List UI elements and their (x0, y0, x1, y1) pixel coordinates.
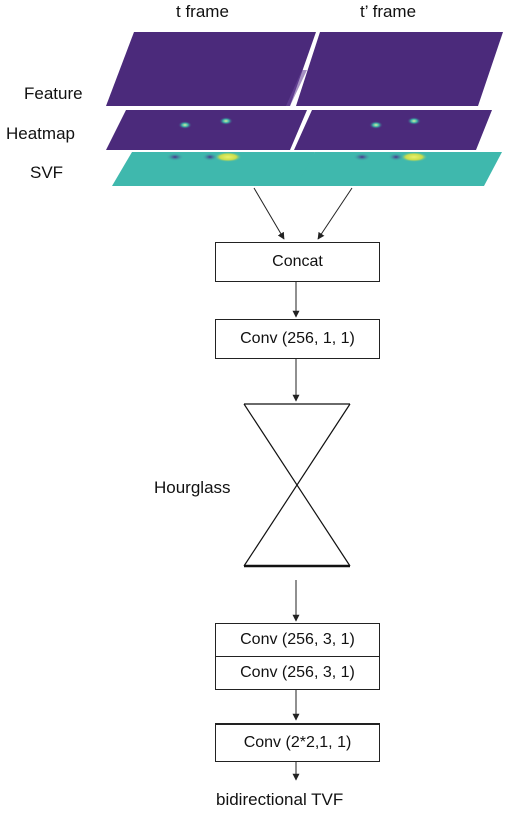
concat-block: Concat (215, 242, 380, 282)
t-svf-blob-dark (166, 153, 184, 161)
t-svf-blob-dark (202, 153, 218, 161)
t-prime-svf-blob-dark (353, 153, 371, 161)
svf-layer-label: SVF (30, 163, 64, 182)
conv-256-3-1-block-b: Conv (256, 3, 1) (215, 656, 380, 690)
t-prime-svf-layer (296, 152, 502, 186)
t-prime-frame-label: t’ frame (360, 2, 417, 21)
t-prime-svf-blob (400, 152, 428, 162)
t-frame-label: t frame (176, 2, 229, 21)
t-svf-layer (112, 152, 315, 186)
t-prime-feature-layer (296, 32, 503, 106)
t-prime-svf-blob-dark (388, 153, 404, 161)
conv-256-3-1-block-a: Conv (256, 3, 1) (215, 623, 380, 657)
t-feature-layer (106, 32, 316, 106)
t-prime-heatmap-blob (369, 121, 383, 129)
t-prime-heatmap-blob (407, 117, 421, 125)
t-heatmap-blob (219, 117, 233, 125)
arrow-t-prime-to-concat (317, 187, 353, 240)
conv-256-1-1-block: Conv (256, 1, 1) (215, 319, 380, 359)
heatmap-layer-label: Heatmap (6, 124, 75, 143)
hourglass-shape (243, 403, 351, 568)
t-frame-stack (106, 32, 316, 186)
t-prime-frame-stack (294, 32, 503, 186)
hourglass-label: Hourglass (154, 478, 231, 497)
output-label: bidirectional TVF (216, 790, 344, 809)
t-heatmap-layer (106, 110, 307, 150)
t-svf-blob (214, 152, 242, 162)
t-heatmap-blob (178, 121, 192, 129)
conv-2x2-1-1-block: Conv (2*2,1, 1) (215, 723, 380, 762)
arrow-t-to-concat (253, 187, 285, 240)
t-prime-heatmap-layer (294, 110, 492, 150)
feature-layer-label: Feature (24, 84, 83, 103)
t-feature-back-edge (286, 70, 307, 106)
